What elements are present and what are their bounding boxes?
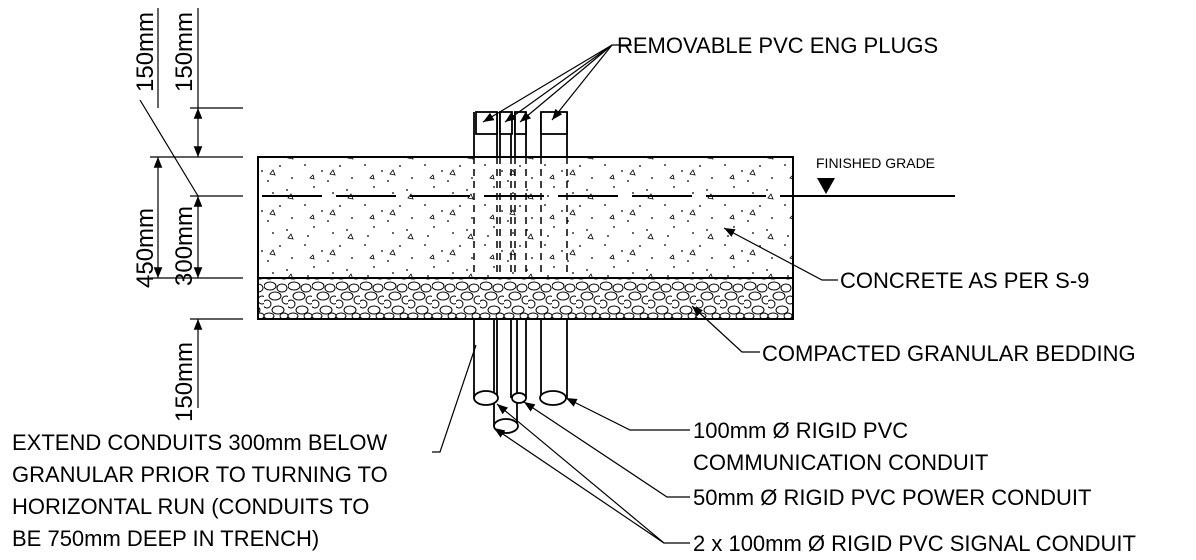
- granular-bedding: [257, 277, 794, 320]
- finished-grade-line: [262, 178, 955, 197]
- end-plugs: [475, 111, 568, 135]
- leaders: [432, 44, 838, 544]
- label-end-plugs: REMOVABLE PVC ENG PLUGS: [617, 33, 938, 58]
- label-comm-line1: 100mm Ø RIGID PVC: [693, 418, 908, 443]
- label-extend-line2: GRANULAR PRIOR TO TURNING TO: [12, 462, 388, 487]
- label-bedding: COMPACTED GRANULAR BEDDING: [762, 341, 1136, 366]
- label-extend-line3: HORIZONTAL RUN (CONDUITS TO: [12, 494, 369, 519]
- label-extend-line1: EXTEND CONDUITS 300mm BELOW: [12, 430, 388, 455]
- dim-inner-top: 150mm: [171, 12, 198, 92]
- label-signal: 2 x 100mm Ø RIGID PVC SIGNAL CONDUIT: [693, 531, 1136, 556]
- label-concrete: CONCRETE AS PER S-9: [840, 268, 1089, 293]
- dim-outer-top: 150mm: [132, 12, 159, 92]
- grade-arrow-icon: [817, 178, 835, 194]
- label-comm-line2: COMMUNICATION CONDUIT: [693, 450, 988, 475]
- annotations: REMOVABLE PVC ENG PLUGS FINISHED GRADE C…: [12, 33, 1136, 556]
- dim-bottom: 150mm: [171, 342, 198, 422]
- dim-outer-mid: 450mm: [132, 208, 159, 288]
- dimension-lines: [139, 8, 243, 408]
- label-finished-grade: FINISHED GRADE: [816, 155, 935, 171]
- label-extend-line4: BE 750mm DEEP IN TRENCH): [12, 526, 319, 551]
- label-power: 50mm Ø RIGID PVC POWER CONDUIT: [693, 485, 1091, 510]
- dim-inner-mid: 300mm: [171, 206, 198, 286]
- dimension-labels: 150mm 150mm 450mm 300mm 150mm: [132, 12, 198, 422]
